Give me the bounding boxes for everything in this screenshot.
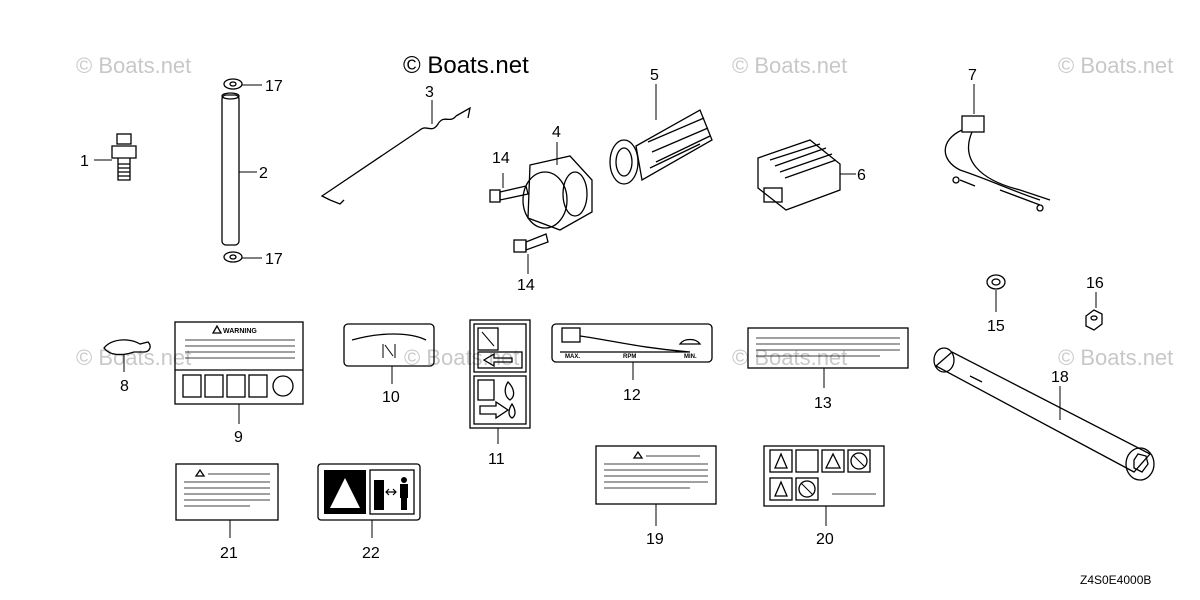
part-14-bolt-upper[interactable] [489,173,529,203]
callout-15: 15 [987,318,1005,335]
callout-14: 14 [517,277,535,294]
callout-18: 18 [1051,369,1069,386]
part-15-washer[interactable] [986,274,1006,312]
callout-19: 19 [646,531,664,548]
part-3-spring-wire[interactable] [320,100,471,205]
callout-2: 2 [259,165,268,182]
part-19-caution-label[interactable] [595,445,717,526]
callout-7: 7 [968,67,977,84]
part-8-tie[interactable] [103,339,151,372]
callout-11: 11 [488,451,505,468]
callout-8: 8 [120,378,129,395]
watermark: © Boats.net [76,345,191,370]
part-7-wire-harness[interactable] [944,84,1051,212]
callout-3: 3 [425,84,434,101]
watermark: © Boats.net [732,345,847,370]
watermark: © Boats.net [1058,53,1173,78]
watermark: © Boats.net [76,53,191,78]
rpm-label: RPM [623,354,636,360]
part-2-tube[interactable] [221,92,257,246]
part-12-throttle-label[interactable]: MAX. RPM MIN. [551,323,713,380]
callout-9: 9 [234,429,243,446]
watermark: © Boats.net [1058,345,1173,370]
callout-13: 13 [814,395,832,412]
part-5-grip[interactable] [609,84,713,185]
part-17-clamp-bottom[interactable] [223,251,262,263]
callout-16: 16 [1086,275,1104,292]
callout-4: 4 [552,124,561,141]
part-10-choke-label[interactable] [343,323,435,384]
part-11-vertical-label[interactable] [469,319,531,444]
part-14-bolt-lower[interactable] [513,233,549,274]
part-18-box-wrench[interactable] [933,347,1155,481]
part-16-nut[interactable] [1085,292,1103,331]
part-20-pictogram-label[interactable] [763,445,885,526]
callout-1: 1 [80,153,89,170]
part-9-warning-label[interactable]: WARNING [174,321,304,424]
callout-17: 17 [265,251,283,268]
max-label: MAX. [565,354,580,360]
min-label: MIN. [684,354,697,360]
callout-20: 20 [816,531,834,548]
diagram-code: Z4S0E4000B [1080,573,1151,587]
part-13-text-label[interactable] [747,327,909,388]
part-22-keep-away-label[interactable] [317,463,421,538]
callout-17: 17 [265,78,283,95]
callout-5: 5 [650,67,659,84]
watermark: © Boats.net [732,53,847,78]
callout-6: 6 [857,167,866,184]
part-4-cover[interactable] [522,142,593,231]
part-1-fitting[interactable] [94,133,137,181]
callout-10: 10 [382,389,400,406]
callout-14: 14 [492,150,510,167]
part-6-regulator[interactable] [757,139,856,211]
warning-text: WARNING [223,328,257,335]
brand-logo-text: © Boats.net [403,52,529,79]
part-21-label[interactable] [175,463,279,538]
callout-12: 12 [623,387,641,404]
callout-22: 22 [362,545,380,562]
part-17-clamp-top[interactable] [223,78,262,90]
callout-21: 21 [220,545,238,562]
